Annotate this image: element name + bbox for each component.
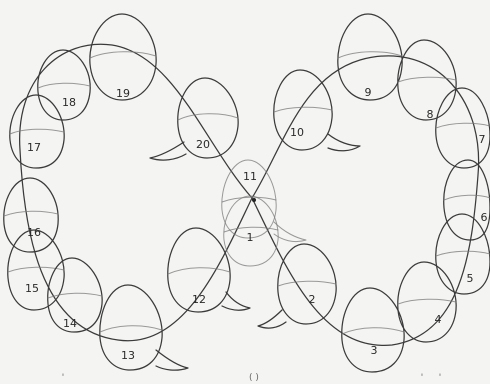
egg-label-17: 17 xyxy=(27,141,41,154)
egg-13: 13 xyxy=(100,285,188,370)
egg-19: 19 xyxy=(90,14,156,100)
egg-label-11: 11 xyxy=(243,170,257,183)
egg-label-10: 10 xyxy=(290,126,304,139)
egg-15: 15 xyxy=(8,230,64,310)
egg-17: 17 xyxy=(10,95,64,168)
egg-label-8: 8 xyxy=(427,108,434,121)
egg-16: 16 xyxy=(4,178,58,252)
egg-2: 2 xyxy=(258,244,336,328)
bottom-mark-4: ' xyxy=(439,373,441,383)
egg-label-6: 6 xyxy=(481,211,488,224)
egg-18: 18 xyxy=(38,50,90,120)
egg-20: 20 xyxy=(150,78,238,160)
egg-3: 3 xyxy=(342,288,404,372)
egg-label-2: 2 xyxy=(309,293,316,306)
egg-8: 8 xyxy=(398,40,456,121)
egg-label-4: 4 xyxy=(435,313,442,326)
egg-1: 1 xyxy=(224,196,278,266)
egg-14: 14 xyxy=(48,258,102,332)
egg-label-5: 5 xyxy=(467,272,474,285)
egg-label-20: 20 xyxy=(196,138,210,151)
crossing-point xyxy=(252,198,256,202)
egg-6: 6 xyxy=(444,160,490,240)
egg-label-14: 14 xyxy=(63,317,77,330)
egg-label-15: 15 xyxy=(25,282,39,295)
egg-10: 10 xyxy=(274,70,360,151)
egg-5: 5 xyxy=(436,214,490,294)
bottom-mark-3: ' xyxy=(421,373,423,383)
egg-label-13: 13 xyxy=(121,349,135,362)
egg-label-16: 16 xyxy=(27,226,41,239)
egg-label-3: 3 xyxy=(371,344,378,357)
egg-12: 12 xyxy=(168,228,250,312)
bottom-mark-2: ( ) xyxy=(249,373,259,383)
egg-label-1: 1 xyxy=(247,231,254,244)
egg-label-12: 12 xyxy=(192,293,206,306)
egg-label-19: 19 xyxy=(116,87,130,100)
egg-label-18: 18 xyxy=(62,96,76,109)
bottom-mark-1: ' xyxy=(62,373,64,383)
egg-label-7: 7 xyxy=(479,133,486,146)
egg-label-9: 9 xyxy=(365,86,372,99)
